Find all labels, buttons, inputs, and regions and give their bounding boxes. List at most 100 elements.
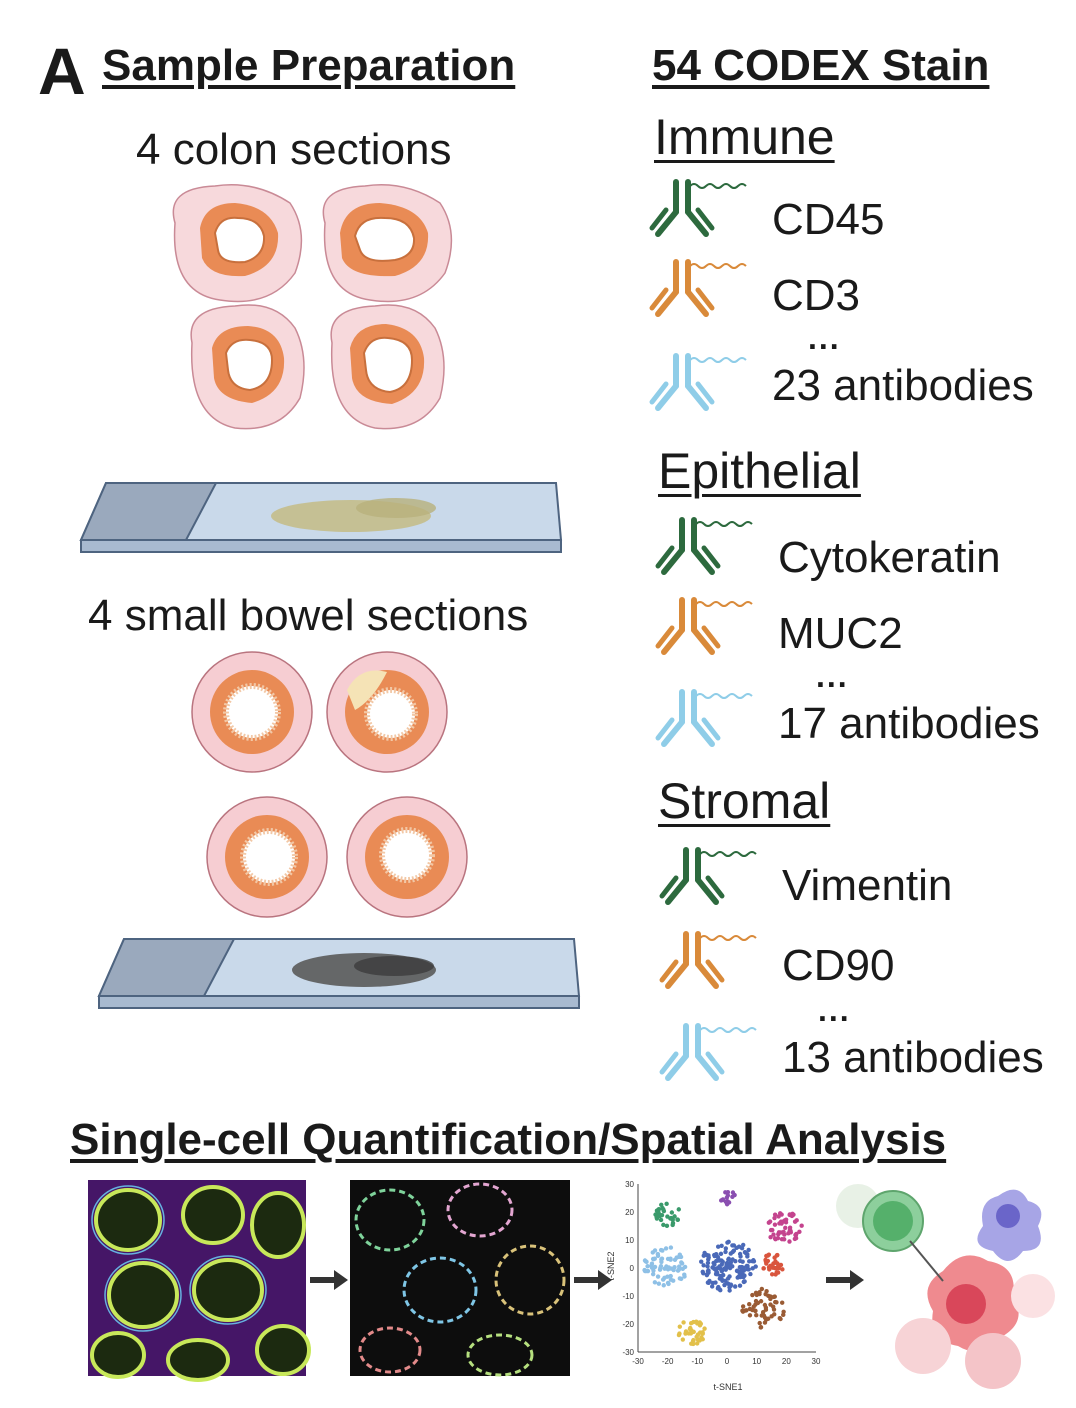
antibody-icon-immune-3 — [652, 356, 746, 408]
tsne-point — [701, 1263, 706, 1268]
tsne-point — [742, 1250, 748, 1255]
tsne-point — [668, 1256, 673, 1261]
tsne-point — [732, 1192, 737, 1198]
epithelial-item-2: MUC2 — [778, 609, 903, 658]
tsne-point — [723, 1190, 728, 1195]
tsne-point — [775, 1270, 781, 1275]
tsne-point — [683, 1331, 688, 1336]
tsne-point — [659, 1256, 665, 1261]
tsne-point — [769, 1272, 775, 1277]
epithelial-item-1: Cytokeratin — [778, 533, 1001, 582]
tsne-point — [707, 1278, 712, 1284]
antibody-icon-epithelial-1 — [658, 520, 752, 572]
cell-interaction-illustration — [836, 1184, 1055, 1389]
immune-antibody-count: 23 antibodies — [772, 361, 1034, 410]
fluorescence-image — [88, 1180, 311, 1382]
tsne-point — [656, 1206, 662, 1212]
tsne-point — [754, 1313, 759, 1318]
tsne-ytick: 30 — [625, 1180, 634, 1189]
tsne-point — [660, 1205, 665, 1211]
tsne-point — [726, 1256, 732, 1261]
colon-section-3 — [190, 304, 305, 430]
colon-section-2 — [322, 184, 453, 303]
tsne-point — [664, 1223, 670, 1229]
tsne-point — [728, 1282, 734, 1287]
stromal-item-2: CD90 — [782, 941, 895, 990]
tsne-point — [755, 1300, 761, 1306]
sample-preparation-title: Sample Preparation — [102, 41, 516, 90]
tsne-point — [735, 1268, 740, 1273]
tsne-point — [780, 1267, 785, 1272]
tsne-point — [663, 1246, 669, 1251]
tsne-point — [737, 1265, 743, 1270]
tsne-point — [746, 1247, 751, 1253]
tsne-point — [689, 1328, 694, 1333]
tsne-point — [730, 1249, 735, 1255]
tsne-point — [759, 1286, 765, 1292]
tsne-point — [705, 1260, 711, 1266]
tsne-point — [768, 1294, 773, 1299]
arrow-right-icon-1 — [310, 1270, 348, 1290]
tsne-point — [691, 1319, 696, 1325]
tsne-point — [774, 1265, 779, 1271]
tsne-xtick: 10 — [752, 1357, 761, 1366]
tsne-point — [766, 1252, 772, 1257]
tsne-point — [723, 1246, 729, 1251]
arrow-right-icon-3 — [826, 1270, 864, 1290]
immune-ellipsis: ... — [808, 320, 841, 356]
tsne-point — [651, 1268, 656, 1273]
tsne-point — [676, 1254, 682, 1259]
tsne-point — [712, 1262, 717, 1267]
tsne-point — [783, 1225, 788, 1231]
tsne-point — [773, 1259, 778, 1264]
tsne-point — [652, 1264, 658, 1270]
tsne-point — [655, 1253, 661, 1259]
tsne-point — [771, 1294, 776, 1300]
tsne-point — [680, 1266, 685, 1272]
tsne-ytick: -20 — [622, 1320, 634, 1329]
tsne-point — [771, 1307, 777, 1312]
tsne-ytick: -30 — [622, 1348, 634, 1357]
tsne-ytick: 10 — [625, 1236, 634, 1245]
tsne-point — [740, 1259, 745, 1264]
colon-section-1 — [172, 184, 303, 303]
tsne-point — [697, 1330, 703, 1335]
tsne-point — [661, 1283, 666, 1288]
tsne-ytick: 20 — [625, 1208, 634, 1217]
tsne-xtick: -10 — [692, 1357, 704, 1366]
tsne-point — [660, 1248, 665, 1253]
tsne-point — [772, 1222, 778, 1227]
tsne-point — [723, 1249, 728, 1255]
glass-slide-bowel — [97, 938, 581, 1009]
antibody-icon-stromal-2 — [662, 934, 756, 986]
arrow-right-icon-2 — [574, 1270, 612, 1290]
tsne-point — [704, 1272, 710, 1278]
tsne-point — [670, 1220, 676, 1226]
tsne-point — [758, 1325, 763, 1330]
tsne-point — [720, 1272, 726, 1278]
tsne-point — [761, 1266, 766, 1271]
tsne-point — [792, 1236, 798, 1242]
tsne-point — [767, 1219, 773, 1224]
segmentation-image — [350, 1180, 570, 1377]
tsne-point — [747, 1259, 752, 1264]
tsne-point — [772, 1212, 778, 1217]
tsne-point — [751, 1259, 757, 1264]
tsne-point — [699, 1259, 704, 1264]
bowel-section-4 — [346, 796, 468, 918]
tsne-point — [753, 1264, 758, 1269]
tsne-point — [650, 1250, 655, 1255]
stromal-ellipsis: ... — [818, 992, 851, 1028]
tsne-point — [677, 1324, 683, 1329]
tsne-ytick: -10 — [622, 1292, 634, 1301]
tsne-point — [768, 1234, 773, 1240]
tsne-point — [750, 1292, 755, 1298]
tsne-point — [668, 1273, 673, 1279]
tsne-point — [742, 1273, 747, 1278]
tsne-point — [671, 1267, 676, 1273]
small-bowel-sections-illustration — [191, 651, 468, 918]
bowel-section-1 — [191, 651, 313, 773]
tsne-point — [662, 1275, 667, 1280]
tsne-point — [797, 1229, 802, 1235]
